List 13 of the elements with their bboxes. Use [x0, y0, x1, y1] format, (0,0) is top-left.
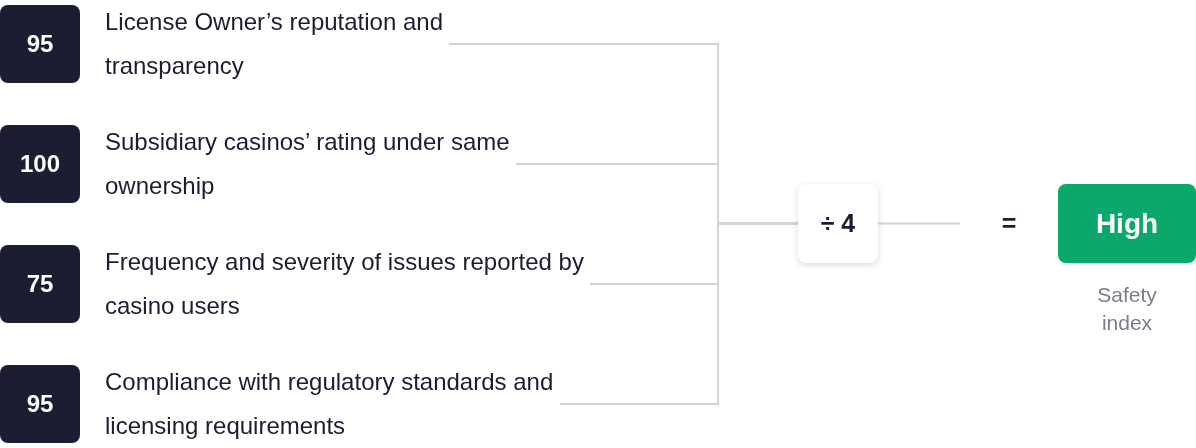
score-badge: 100: [0, 125, 80, 203]
score-badge: 75: [0, 245, 80, 323]
connector-line: [877, 222, 961, 225]
score-badge: 95: [0, 365, 80, 443]
equals-sign: =: [960, 184, 1058, 263]
divide-operator-box: ÷ 4: [798, 184, 878, 263]
criterion-text: Compliance with regulatory standards and licensing requirements: [105, 367, 555, 441]
caption-text: Safety index: [1096, 282, 1158, 336]
criterion-text: License Owner’s reputation and transparency: [105, 7, 444, 81]
score-badge: 95: [0, 5, 80, 83]
criterion-text: Subsidiary casinos’ rating under same ownership: [105, 127, 511, 201]
rating-badge: High: [1058, 184, 1196, 263]
criterion-text: Frequency and severity of issues reported by casino users: [105, 247, 585, 321]
